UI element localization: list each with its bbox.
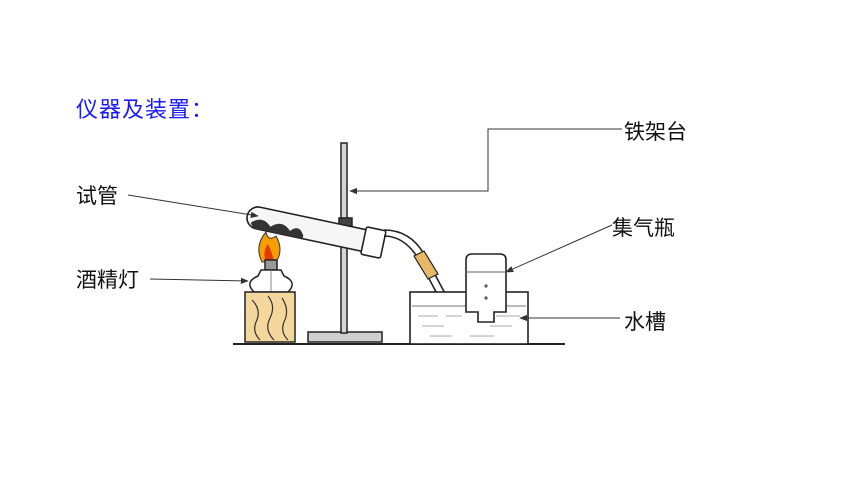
label-gas-bottle: 集气瓶 <box>612 216 675 240</box>
label-test-tube: 试管 <box>76 184 118 208</box>
gas-collecting-bottle <box>465 253 507 323</box>
alcohol-lamp <box>249 259 293 293</box>
rubber-connector <box>413 250 439 280</box>
test-tube <box>246 206 387 259</box>
leader-lines <box>127 128 622 322</box>
label-iron-stand: 铁架台 <box>624 120 687 144</box>
label-water-trough: 水槽 <box>624 310 666 334</box>
flame <box>258 230 281 263</box>
wood-block <box>244 291 296 343</box>
label-alcohol-lamp: 酒精灯 <box>76 268 139 292</box>
section-title: 仪器及装置： <box>76 98 215 123</box>
